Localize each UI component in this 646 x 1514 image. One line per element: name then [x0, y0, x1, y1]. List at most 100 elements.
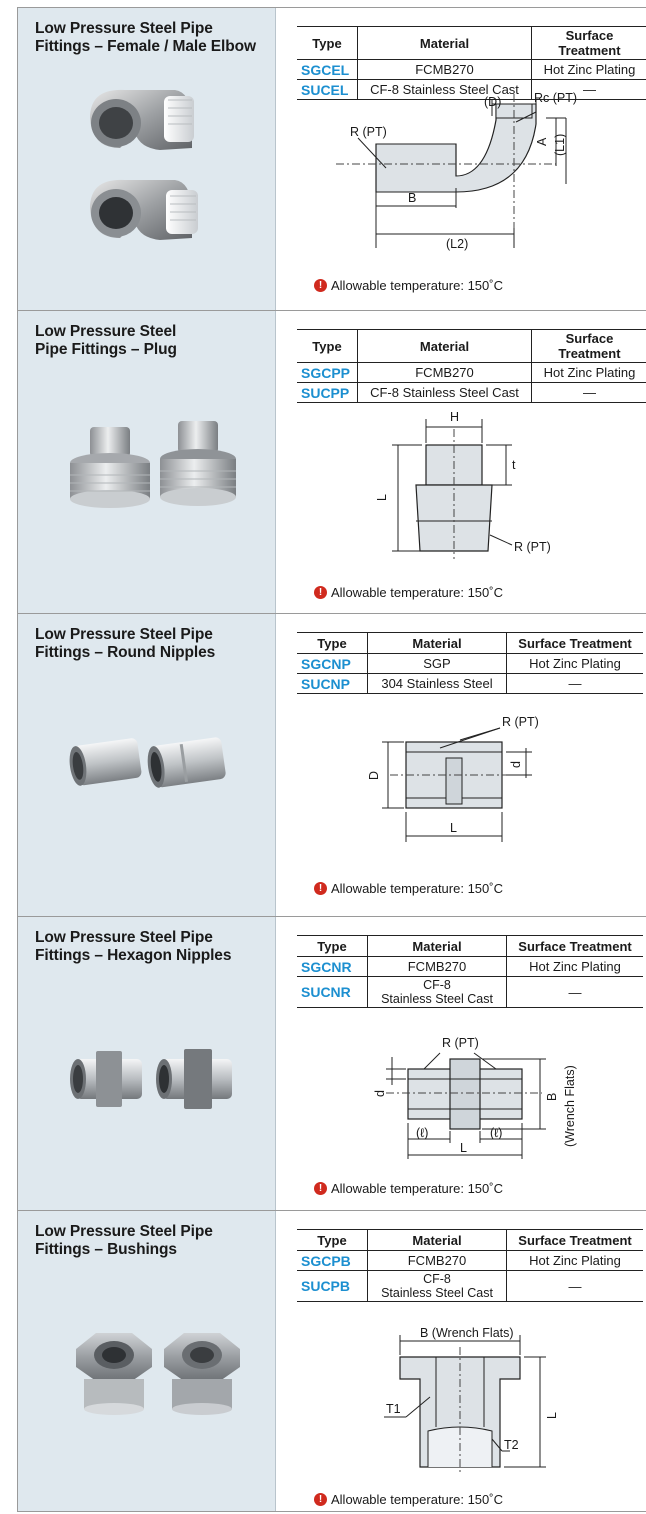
note-text: Allowable temperature: 150˚C	[331, 278, 503, 293]
table-row: SGCPB FCMB270 Hot Zinc Plating	[297, 1250, 643, 1271]
section-bushings-sidebar: Low Pressure Steel Pipe Fittings – Bushi…	[17, 1211, 276, 1511]
hexagon-nipples-photo	[70, 1049, 232, 1109]
round-nipples-dimension-diagram: R (PT) D d L	[367, 715, 539, 842]
label-l: L	[545, 1412, 559, 1419]
col-surface-header: Surface Treatment	[531, 329, 646, 363]
label-d: d	[373, 1090, 387, 1097]
label-l1: (L1)	[553, 134, 567, 156]
type-code: SUCNP	[297, 673, 368, 694]
elbow-photo	[90, 89, 198, 240]
material-cell: FCMB270	[357, 362, 532, 383]
label-d: (D)	[484, 95, 501, 109]
plug-dimension-diagram: H t L R (PT)	[375, 410, 551, 559]
table-row: SUCPB CF-8 Stainless Steel Cast —	[297, 1270, 643, 1302]
label-t1: T1	[386, 1402, 401, 1416]
surface-cell: Hot Zinc Plating	[506, 1250, 643, 1271]
table-row: SGCPP FCMB270 Hot Zinc Plating	[297, 362, 646, 383]
label-r-pt: R (PT)	[514, 540, 551, 554]
table-row: SGCNP SGP Hot Zinc Plating	[297, 653, 643, 674]
col-material-header: Material	[357, 26, 532, 60]
label-wrench-flats: (Wrench Flats)	[563, 1065, 577, 1147]
material-cell: CF-8 Stainless Steel Cast	[367, 1270, 507, 1302]
label-rc-pt: Rc (PT)	[534, 91, 577, 105]
allowable-temperature-note: ! Allowable temperature: 150˚C	[314, 585, 503, 600]
label-l: L	[375, 494, 389, 501]
col-material-header: Material	[367, 935, 507, 957]
label-t: t	[512, 458, 516, 472]
label-r-pt: R (PT)	[442, 1036, 479, 1050]
section-hexagon-nipples-sidebar: Low Pressure Steel Pipe Fittings – Hexag…	[17, 917, 276, 1210]
table-row: SUCPP CF-8 Stainless Steel Cast —	[297, 382, 646, 403]
material-cell: 304 Stainless Steel	[367, 673, 507, 694]
note-text: Allowable temperature: 150˚C	[331, 585, 503, 600]
type-code: SGCPB	[297, 1250, 368, 1271]
col-type-header: Type	[297, 329, 358, 363]
section-plug-content: Type Material Surface Treatment SGCPP FC…	[276, 311, 646, 613]
table-row: SUCNR CF-8 Stainless Steel Cast —	[297, 976, 643, 1008]
section-elbow-content: Type Material Surface Treatment SGCEL FC…	[276, 8, 646, 310]
label-l: L	[460, 1141, 467, 1155]
section-round-nipples-sidebar: Low Pressure Steel Pipe Fittings – Round…	[17, 614, 276, 916]
table-header-row: Type Material Surface Treatment	[297, 632, 643, 654]
col-surface-header: Surface Treatment	[506, 935, 643, 957]
note-text: Allowable temperature: 150˚C	[331, 1181, 503, 1196]
hexagon-nipples-dimension-diagram: R (PT) d B (Wrench Flats) (ℓ) (ℓ) L	[373, 1036, 577, 1159]
surface-cell: Hot Zinc Plating	[506, 956, 643, 977]
table-row: SUCNP 304 Stainless Steel —	[297, 673, 643, 694]
label-b: B	[408, 191, 416, 205]
label-ell-right: (ℓ)	[490, 1126, 502, 1140]
section-plug: Low Pressure Steel Pipe Fittings – Plug	[17, 310, 646, 613]
round-nipples-spec-table: Type Material Surface Treatment SGCNP SG…	[297, 632, 643, 694]
surface-cell: Hot Zinc Plating	[531, 362, 646, 383]
material-cell: FCMB270	[357, 59, 532, 80]
type-code: SUCPP	[297, 382, 358, 403]
section-elbow-sidebar: Low Pressure Steel Pipe Fittings – Femal…	[17, 8, 276, 310]
material-cell: FCMB270	[367, 1250, 507, 1271]
section-elbow: Low Pressure Steel Pipe Fittings – Femal…	[17, 7, 646, 310]
table-header-row: Type Material Surface Treatment	[297, 26, 646, 60]
bushings-photo	[76, 1333, 240, 1415]
note-text: Allowable temperature: 150˚C	[331, 881, 503, 896]
bushings-dimension-diagram: B (Wrench Flats) T1 T2 L	[384, 1326, 559, 1475]
section-round-nipples-title: Low Pressure Steel Pipe Fittings – Round…	[35, 626, 216, 661]
warning-icon: !	[314, 586, 327, 599]
col-type-header: Type	[297, 632, 368, 654]
section-plug-title: Low Pressure Steel Pipe Fittings – Plug	[35, 323, 177, 358]
label-l2: (L2)	[446, 237, 468, 251]
type-code: SGCEL	[297, 59, 358, 80]
type-code: SGCPP	[297, 362, 358, 383]
plug-photo	[70, 421, 236, 508]
material-cell: FCMB270	[367, 956, 507, 977]
elbow-spec-table: Type Material Surface Treatment SGCEL FC…	[297, 26, 646, 100]
label-b: B	[545, 1093, 559, 1101]
type-code: SUCEL	[297, 79, 358, 100]
table-header-row: Type Material Surface Treatment	[297, 935, 643, 957]
label-l: L	[450, 821, 457, 835]
label-b-wrench-flats: B (Wrench Flats)	[420, 1326, 514, 1340]
warning-icon: !	[314, 1493, 327, 1506]
elbow-dimension-diagram: R (PT) (D) Rc (PT) A (L1) B (L2)	[336, 91, 577, 251]
section-bushings-title: Low Pressure Steel Pipe Fittings – Bushi…	[35, 1223, 213, 1258]
label-r-pt: R (PT)	[502, 715, 539, 729]
plug-spec-table: Type Material Surface Treatment SGCPP FC…	[297, 329, 646, 403]
label-d-lower: d	[509, 761, 523, 768]
material-cell: SGP	[367, 653, 507, 674]
type-code: SGCNP	[297, 653, 368, 674]
section-hexagon-nipples-content: Type Material Surface Treatment SGCNR FC…	[276, 917, 646, 1210]
material-cell: CF-8 Stainless Steel Cast	[367, 976, 507, 1008]
table-row: SGCEL FCMB270 Hot Zinc Plating	[297, 59, 646, 80]
allowable-temperature-note: ! Allowable temperature: 150˚C	[314, 881, 503, 896]
surface-cell: —	[506, 673, 643, 694]
type-code: SUCPB	[297, 1270, 368, 1302]
type-code: SUCNR	[297, 976, 368, 1008]
label-d-upper: D	[367, 771, 381, 780]
round-nipples-photo	[69, 737, 226, 788]
col-type-header: Type	[297, 1229, 368, 1251]
allowable-temperature-note: ! Allowable temperature: 150˚C	[314, 1181, 503, 1196]
type-code: SGCNR	[297, 956, 368, 977]
col-type-header: Type	[297, 26, 358, 60]
section-hexagon-nipples-title: Low Pressure Steel Pipe Fittings – Hexag…	[35, 929, 232, 964]
table-row: SGCNR FCMB270 Hot Zinc Plating	[297, 956, 643, 977]
table-row: SUCEL CF-8 Stainless Steel Cast —	[297, 79, 646, 100]
col-type-header: Type	[297, 935, 368, 957]
